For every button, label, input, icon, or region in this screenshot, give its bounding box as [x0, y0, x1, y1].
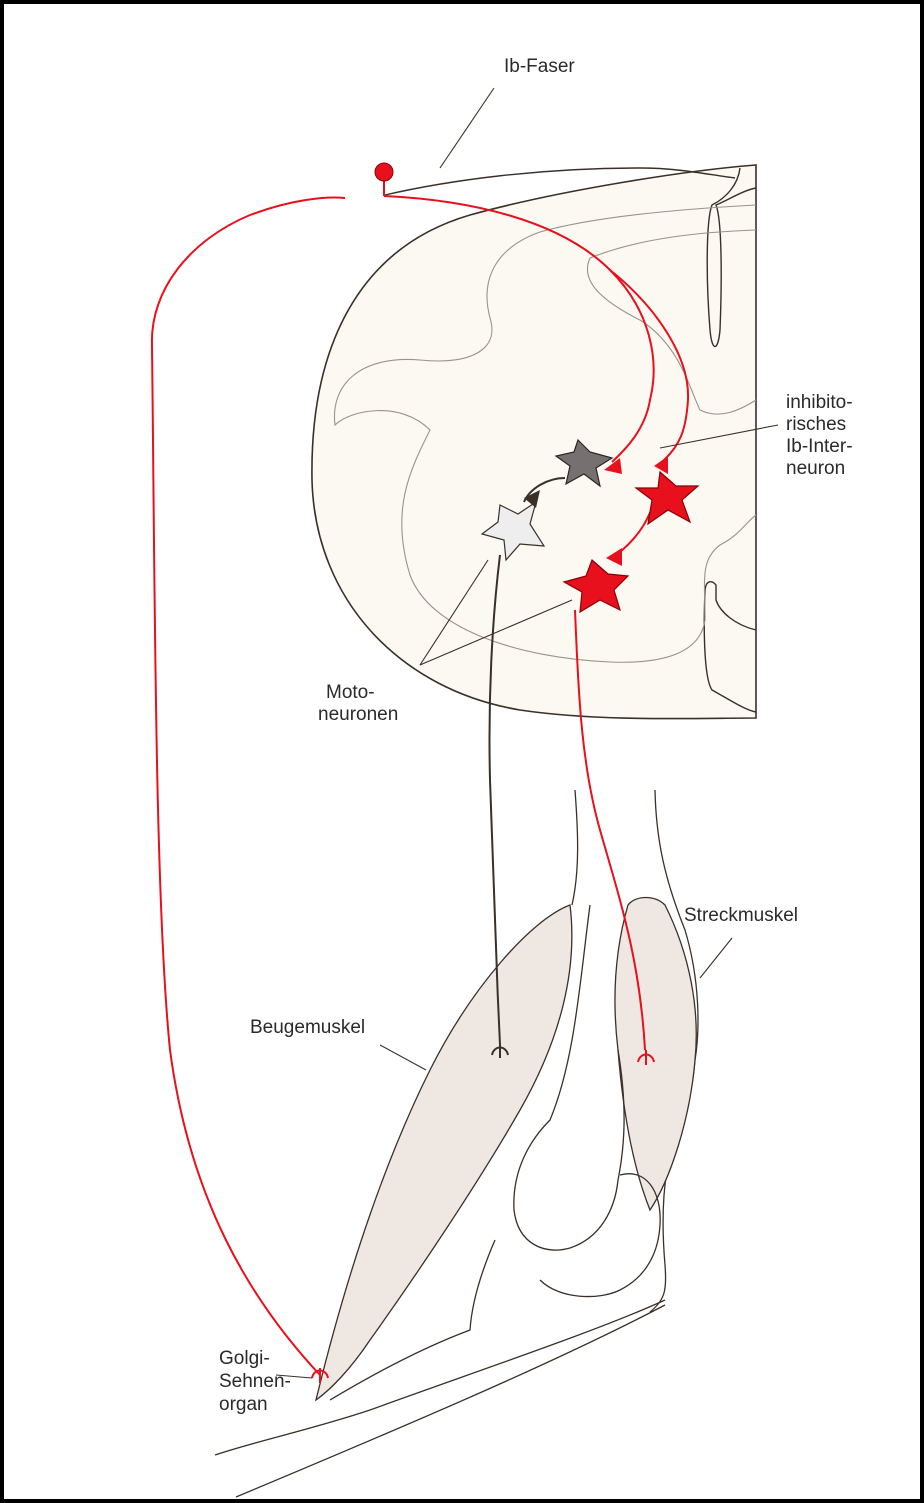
leader-streckmuskel: [700, 938, 732, 978]
label-interneuron-line3: Ib-Inter-: [786, 436, 853, 457]
label-motoneurone-line1: Moto-: [326, 682, 375, 703]
leader-beugemuskel: [380, 1045, 426, 1070]
leader-ib-faser: [440, 88, 494, 168]
label-interneuron-line2: risches: [786, 414, 846, 435]
label-interneuron-line1: inhibito-: [786, 392, 853, 413]
arm-line-left: [572, 790, 578, 905]
label-interneuron-line4: neuron: [786, 458, 845, 479]
flexor-muscle: [316, 905, 572, 1400]
label-ib-faser: Ib-Faser: [504, 56, 575, 77]
label-golgi-line3: organ: [219, 1394, 268, 1415]
label-streckmuskel: Streckmuskel: [684, 905, 798, 926]
label-golgi-line1: Golgi-: [219, 1348, 270, 1369]
ganglion-cell-dot-icon: [375, 163, 393, 181]
label-beugemuskel: Beugemuskel: [250, 1017, 365, 1038]
elbow-joint: [540, 1174, 660, 1297]
label-motoneurone-line2: neuronen: [318, 704, 398, 725]
extensor-muscle: [615, 898, 696, 1211]
label-golgi-line2: Sehnen-: [219, 1371, 291, 1392]
ib-afferent-fiber: [152, 198, 345, 1375]
forearm-line-lower: [236, 1305, 665, 1497]
